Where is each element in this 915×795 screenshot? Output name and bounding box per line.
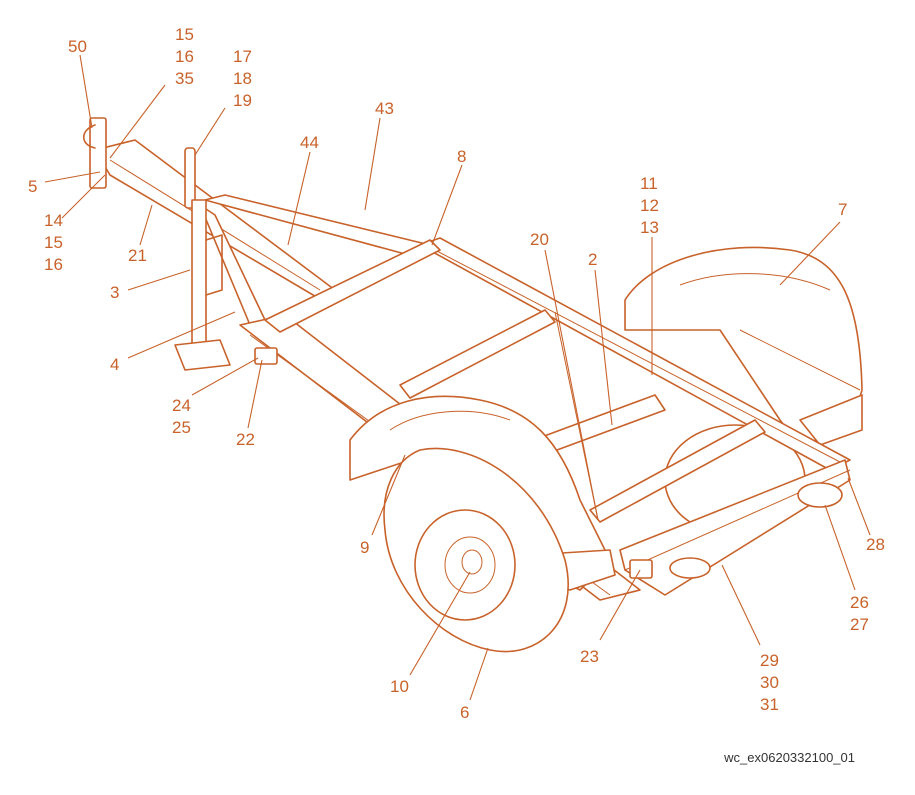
label-29: 29	[760, 651, 779, 670]
label-44: 44	[300, 133, 319, 152]
reference-code: wc_ex0620332100_01	[724, 750, 855, 765]
label-28: 28	[866, 535, 885, 554]
label-31: 31	[760, 695, 779, 714]
label-35: 35	[175, 69, 194, 88]
label-23: 23	[580, 647, 599, 666]
leader-lines	[44, 54, 871, 701]
label-24: 24	[172, 396, 191, 415]
label-26: 26	[850, 593, 869, 612]
label-27: 27	[850, 615, 869, 634]
label-15-left: 15	[44, 233, 63, 252]
label-5: 5	[28, 177, 37, 196]
label-4: 4	[110, 355, 119, 374]
label-3: 3	[110, 283, 119, 302]
label-16-left: 16	[44, 255, 63, 274]
label-16-top: 16	[175, 47, 194, 66]
jack-stand	[174, 147, 231, 371]
label-2: 2	[588, 250, 597, 269]
label-21: 21	[128, 246, 147, 265]
label-50: 50	[68, 37, 87, 56]
label-14: 14	[44, 211, 63, 230]
label-43: 43	[375, 99, 394, 118]
label-6: 6	[460, 703, 469, 722]
near-wheel	[383, 447, 569, 653]
label-17: 17	[233, 47, 252, 66]
label-12: 12	[640, 196, 659, 215]
label-22: 22	[236, 430, 255, 449]
label-25: 25	[172, 418, 191, 437]
label-8: 8	[457, 147, 466, 166]
label-30: 30	[760, 673, 779, 692]
tail-lights	[254, 347, 843, 579]
label-13: 13	[640, 218, 659, 237]
label-10: 10	[390, 677, 409, 696]
label-15-top: 15	[175, 25, 194, 44]
label-18: 18	[233, 69, 252, 88]
label-19: 19	[233, 91, 252, 110]
label-7: 7	[838, 200, 847, 219]
label-11: 11	[640, 174, 658, 193]
label-9: 9	[360, 538, 369, 557]
part-labels: 50 15 16 35 17 18 19 43 44 8 5 14 15 16 …	[28, 25, 885, 722]
label-20: 20	[530, 230, 549, 249]
far-fender	[624, 246, 863, 446]
